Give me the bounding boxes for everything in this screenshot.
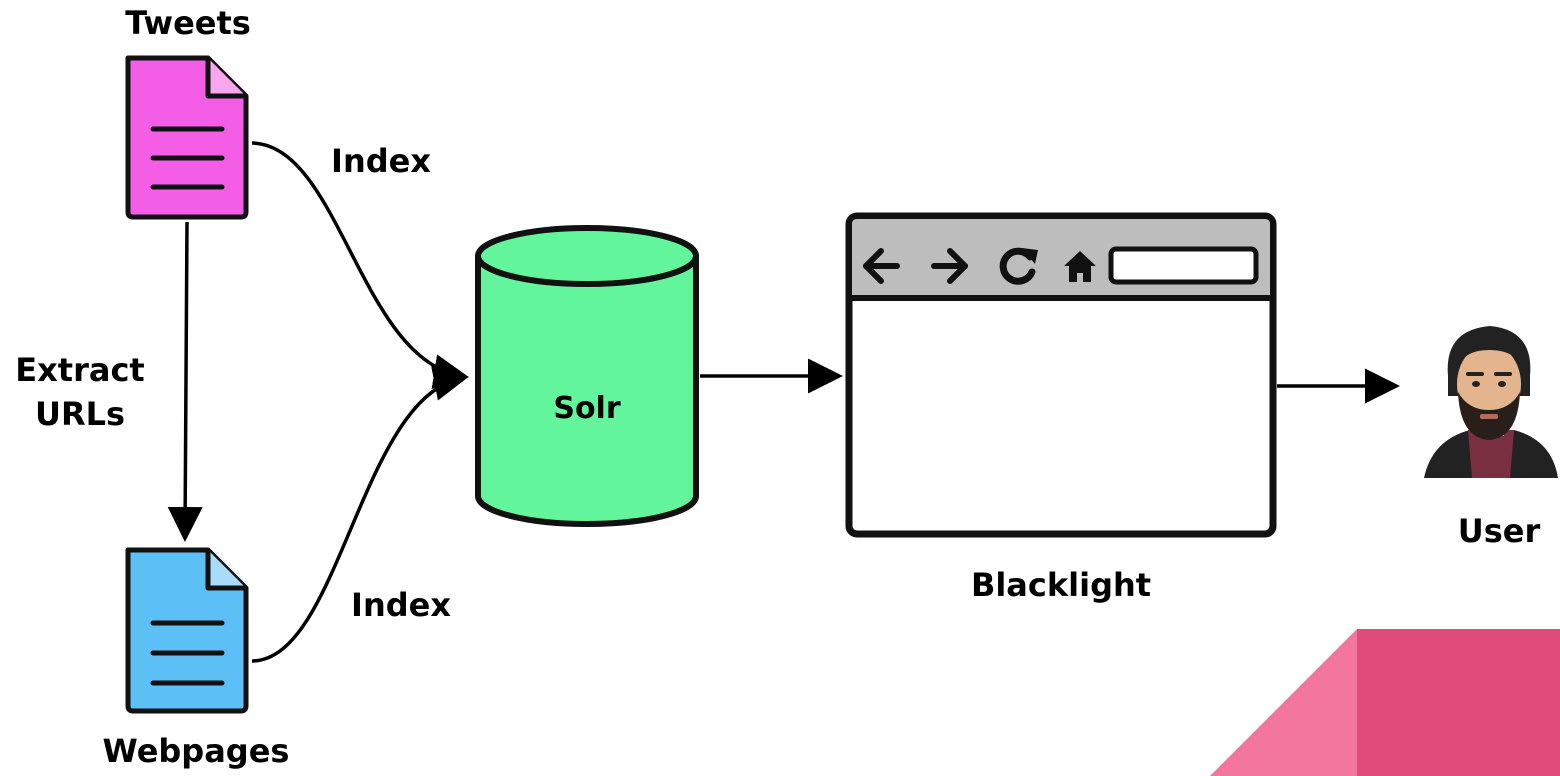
tweets-label: Tweets bbox=[125, 4, 251, 42]
address-bar bbox=[1108, 246, 1259, 285]
webpages-index-arrow bbox=[251, 366, 469, 663]
blacklight-label: Blacklight bbox=[971, 566, 1151, 604]
user-avatar-icon bbox=[1424, 326, 1558, 478]
extract-urls-arrow bbox=[167, 221, 203, 542]
corner-decoration-light bbox=[1210, 629, 1357, 776]
blacklight-browser-window bbox=[845, 212, 1277, 538]
corner-decoration-dark bbox=[1357, 629, 1560, 776]
tweets-index-label: Index bbox=[331, 142, 431, 180]
back-arrow-icon bbox=[863, 248, 900, 284]
reload-icon bbox=[999, 247, 1038, 285]
urls-label: URLs bbox=[35, 395, 125, 433]
forward-arrow-icon bbox=[931, 248, 968, 284]
home-icon bbox=[1064, 251, 1096, 282]
extract-label: Extract bbox=[15, 351, 144, 389]
solr-database-icon bbox=[475, 225, 699, 527]
webpages-label: Webpages bbox=[103, 732, 290, 770]
tweets-document-icon bbox=[125, 55, 249, 220]
solr-label: Solr bbox=[553, 391, 621, 426]
webpages-index-label: Index bbox=[351, 586, 451, 624]
tweets-index-arrow bbox=[251, 141, 469, 389]
webpages-document-icon bbox=[125, 547, 249, 714]
user-label: User bbox=[1458, 512, 1541, 550]
